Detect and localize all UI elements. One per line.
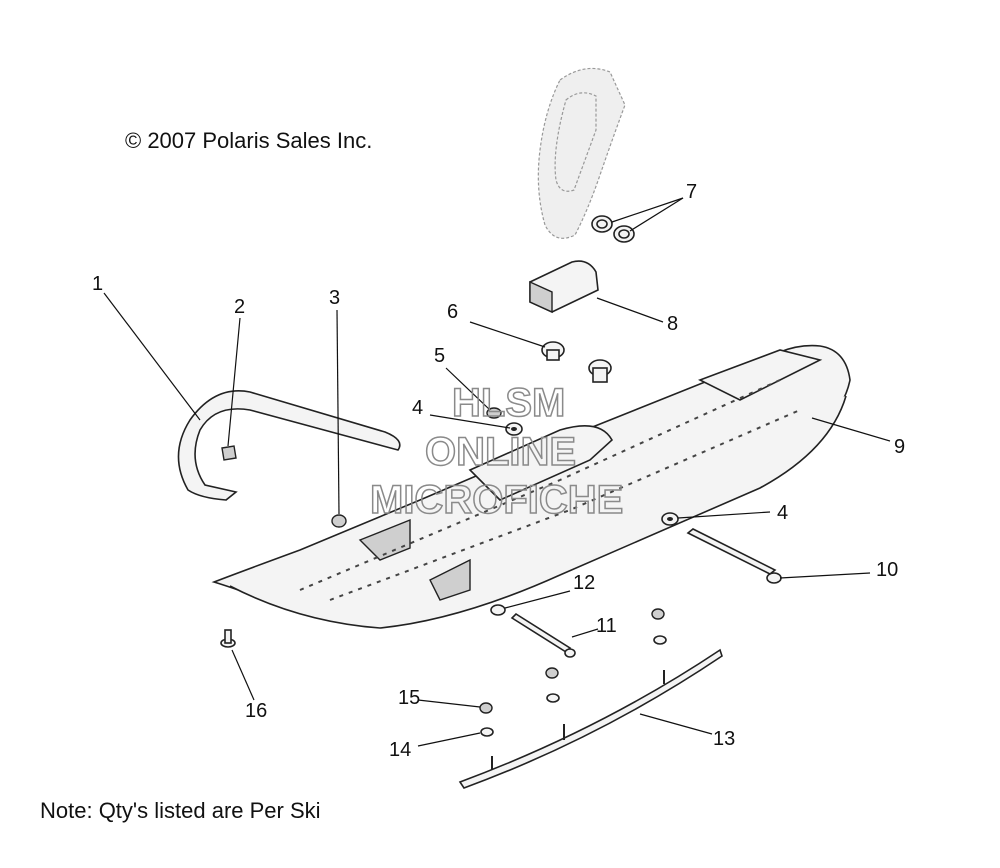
- watermark-line-2: ONLINE: [425, 430, 576, 474]
- callout-4-lower: 4: [777, 502, 788, 524]
- washer-4-lower: [661, 512, 679, 526]
- rivet-16: [220, 629, 236, 648]
- plug: [221, 445, 237, 461]
- spindle-block: [529, 260, 599, 314]
- callout-13: 13: [713, 728, 735, 750]
- callout-10: 10: [876, 559, 898, 581]
- watermark-line-3: MICROFICHE: [370, 478, 623, 522]
- callout-6: 6: [447, 301, 458, 323]
- bolt-11: [510, 612, 576, 658]
- ski-body: [211, 344, 851, 629]
- washer-14: [480, 727, 494, 737]
- nut-washer-set: [545, 608, 667, 703]
- callout-15: 15: [398, 687, 420, 709]
- leader-lines: [103, 197, 891, 747]
- callout-5: 5: [434, 345, 445, 367]
- copyright-text: © 2007 Polaris Sales Inc.: [125, 128, 372, 153]
- callout-2: 2: [234, 296, 245, 318]
- nut-15: [479, 702, 493, 714]
- callout-3: 3: [329, 287, 340, 309]
- note-text: Note: Qty's listed are Per Ski: [40, 798, 321, 823]
- callout-numbers: 1 2 3 4 5 6 7 8 9 4 10 11 12 13 14 15 16: [92, 181, 905, 761]
- callout-8: 8: [667, 313, 678, 335]
- callout-4-upper: 4: [412, 397, 423, 419]
- spacer-bolt: [541, 341, 565, 361]
- callout-1: 1: [92, 273, 103, 295]
- washer-5: [486, 407, 502, 419]
- bushing-pair: [591, 215, 635, 243]
- ski-loop-handle: [177, 390, 401, 501]
- bolt-10: [686, 528, 782, 584]
- washer-12: [490, 604, 506, 616]
- spindle-phantom: [537, 67, 626, 239]
- callout-14: 14: [389, 739, 411, 761]
- callout-9: 9: [894, 436, 905, 458]
- callout-12: 12: [573, 572, 595, 594]
- watermark: HLSM ONLINE MICROFICHE: [369, 380, 624, 523]
- washer-4-upper: [505, 422, 523, 436]
- bushing-sleeve: [588, 359, 612, 383]
- watermark-line-1: HLSM: [452, 381, 565, 425]
- callout-7: 7: [686, 181, 697, 203]
- carbide-runner: [458, 648, 723, 789]
- callout-11: 11: [596, 615, 617, 637]
- nut-3: [331, 514, 347, 528]
- callout-16: 16: [245, 700, 267, 722]
